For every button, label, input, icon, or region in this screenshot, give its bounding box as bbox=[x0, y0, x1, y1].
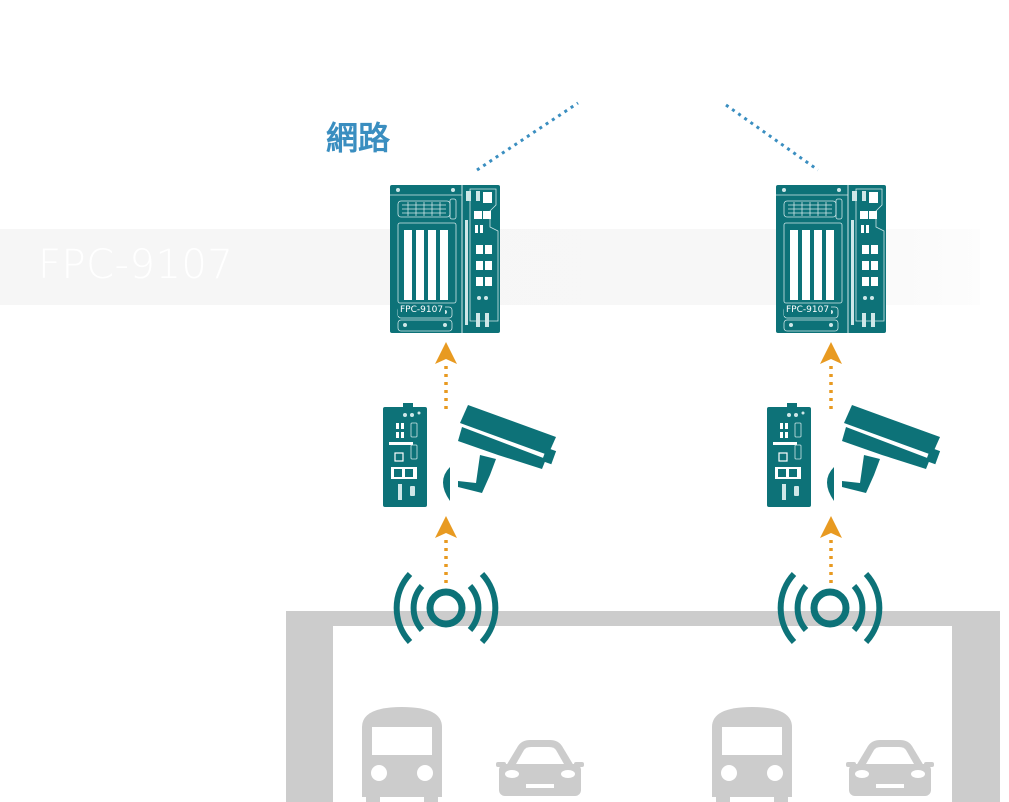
network-label: 網路 bbox=[326, 119, 391, 157]
wireless-sensor-icon bbox=[781, 574, 880, 642]
car-icon bbox=[846, 740, 934, 796]
arrow-up-icon bbox=[820, 516, 842, 538]
arrow-up-icon bbox=[435, 516, 457, 538]
cctv-camera-icon bbox=[443, 405, 557, 501]
wireless-sensor-icon bbox=[397, 574, 496, 642]
model-label: FPC-9107 bbox=[38, 242, 234, 288]
car-icon bbox=[496, 740, 584, 796]
edge-gateway-icon bbox=[766, 402, 812, 508]
edge-gateway-icon bbox=[382, 402, 428, 508]
bus-icon bbox=[362, 707, 442, 802]
industrial-pc-model-left: FPC-9107 bbox=[398, 305, 446, 316]
arrow-up-icon bbox=[435, 342, 457, 364]
arrow-up-icon bbox=[820, 342, 842, 364]
industrial-pc-model-right: FPC-9107 bbox=[784, 305, 832, 316]
bus-icon bbox=[712, 707, 792, 802]
network-link-right bbox=[725, 103, 819, 172]
cctv-camera-icon bbox=[827, 405, 941, 501]
network-link-left bbox=[476, 101, 579, 172]
